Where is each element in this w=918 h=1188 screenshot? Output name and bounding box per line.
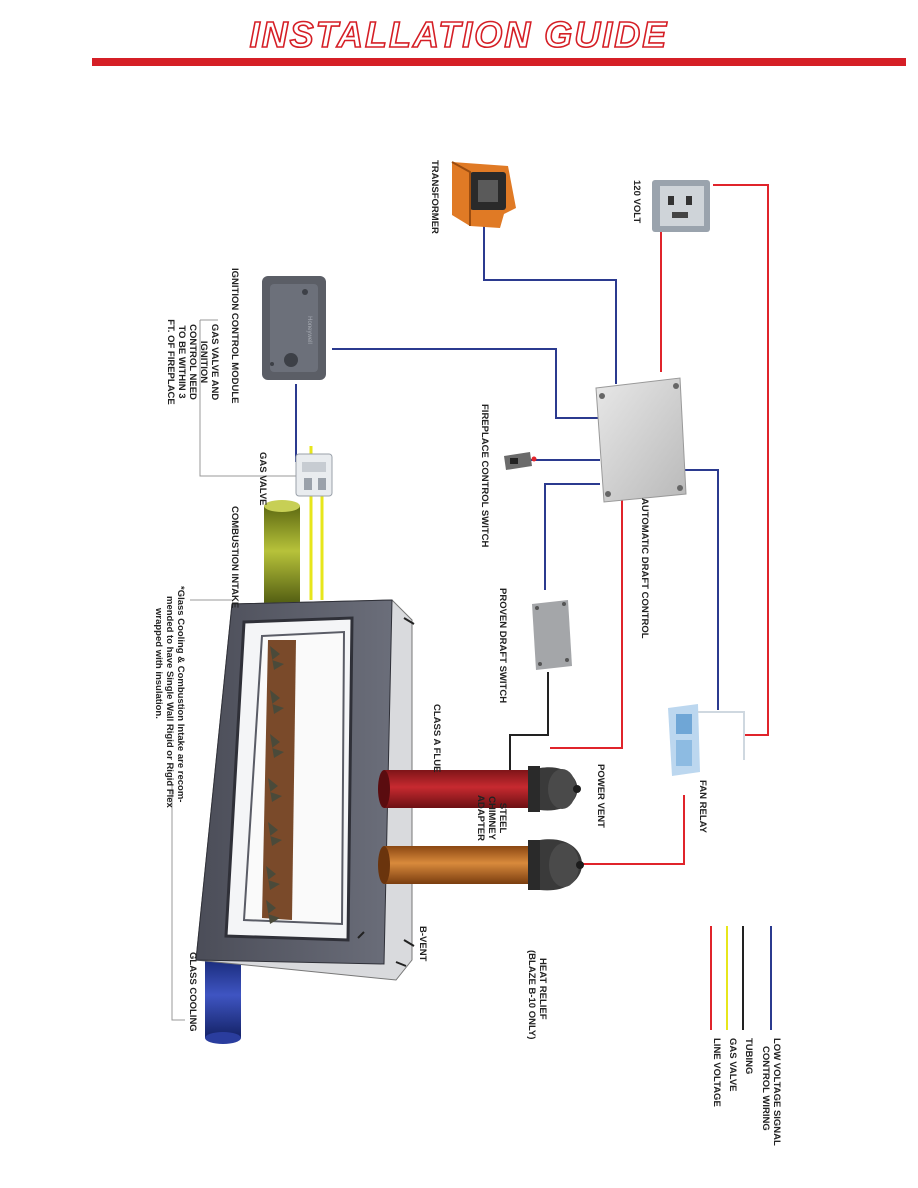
power-vent bbox=[528, 766, 581, 812]
gas-note-line-5: FT. OF FIREPLACE bbox=[165, 319, 176, 405]
gas-note-line-2: IGNITION bbox=[198, 341, 209, 383]
class-a-flue-pipe bbox=[378, 770, 530, 808]
legend-label-tubing: TUBING bbox=[743, 1038, 754, 1074]
label-b-vent: B-VENT bbox=[417, 926, 428, 962]
glass-note-line-1: *Glass Cooling & Combustion Intake are r… bbox=[175, 586, 186, 802]
label-ignition-module: IGNITION CONTROL MODULE bbox=[229, 268, 240, 403]
ignition-control-module: Honeywell bbox=[262, 276, 326, 380]
steel-chimney-adapter-label: STEEL CHIMNEY ADAPTER bbox=[475, 795, 508, 841]
adapter-line-2: CHIMNEY bbox=[486, 796, 497, 840]
label-power-vent: POWER VENT bbox=[595, 764, 606, 828]
glass-note-line-2: mended to have Single Wall Rigid or Rigi… bbox=[164, 596, 175, 809]
page-title: INSTALLATION GUIDE bbox=[249, 13, 669, 56]
transformer-device bbox=[451, 161, 516, 228]
gas-note-line-4: TO BE WITHIN 3 bbox=[176, 325, 187, 398]
fan-relay bbox=[668, 704, 745, 776]
b-vent-pipe bbox=[378, 846, 530, 884]
adapter-line-1: STEEL bbox=[497, 803, 508, 834]
legend-label-gas-valve: GAS VALVE bbox=[727, 1038, 738, 1092]
heat-relief-label: HEAT RELIEF (BLAZE B-10 ONLY) bbox=[526, 950, 548, 1039]
gas-note-line-1: GAS VALVE AND bbox=[209, 324, 220, 400]
label-glass-cooling: GLASS COOLING bbox=[187, 952, 198, 1032]
component-labels: TRANSFORMER 120 VOLT IGNITION CONTROL MO… bbox=[153, 160, 708, 1039]
automatic-draft-control bbox=[595, 377, 687, 503]
glass-cooling-pipe bbox=[205, 960, 241, 1044]
label-automatic-draft-control: AUTOMATIC DRAFT CONTROL bbox=[639, 498, 650, 639]
glass-cooling-note: *Glass Cooling & Combustion Intake are r… bbox=[153, 586, 186, 809]
heat-relief-line-2: (BLAZE B-10 ONLY) bbox=[526, 950, 537, 1039]
fireplace-unit bbox=[195, 599, 415, 981]
legend: LOW VOLTAGE SIGNAL CONTROL WIRING TUBING… bbox=[710, 926, 782, 1146]
heat-relief-vent bbox=[528, 839, 584, 891]
label-combustion-intake: COMBUSTION INTAKE bbox=[229, 506, 240, 608]
label-120-volt: 120 VOLT bbox=[631, 180, 642, 223]
header-rule bbox=[92, 58, 906, 66]
flame-logs bbox=[266, 646, 284, 924]
label-fireplace-control-switch: FIREPLACE CONTROL SWITCH bbox=[479, 404, 490, 548]
label-gas-valve: GAS VALVE bbox=[257, 452, 268, 506]
label-transformer: TRANSFORMER bbox=[429, 160, 440, 234]
label-proven-draft-switch: PROVEN DRAFT SWITCH bbox=[497, 588, 508, 703]
legend-lv-line-2: CONTROL WIRING bbox=[760, 1046, 771, 1131]
gas-valve-note: GAS VALVE AND IGNITION CONTROL NEED TO B… bbox=[165, 319, 220, 405]
legend-label-low-voltage: LOW VOLTAGE SIGNAL CONTROL WIRING bbox=[760, 1038, 782, 1146]
proven-draft-switch bbox=[532, 600, 572, 670]
label-fan-relay: FAN RELAY bbox=[697, 780, 708, 834]
gas-note-line-3: CONTROL NEED bbox=[187, 324, 198, 400]
heat-relief-line-1: HEAT RELIEF bbox=[537, 958, 548, 1020]
legend-lv-line-1: LOW VOLTAGE SIGNAL bbox=[771, 1038, 782, 1146]
gas-valve-device bbox=[295, 453, 333, 497]
legend-label-line-voltage: LINE VOLTAGE bbox=[711, 1038, 722, 1107]
label-class-a-flue: CLASS A FLUE bbox=[431, 704, 442, 772]
adapter-line-3: ADAPTER bbox=[475, 795, 486, 841]
receptacle-120v bbox=[652, 180, 710, 232]
combustion-intake-pipe bbox=[264, 500, 300, 606]
fireplace-control-switch bbox=[504, 452, 537, 470]
wires bbox=[171, 184, 769, 1021]
glass-note-line-3: wrapped with insulation. bbox=[153, 607, 164, 719]
module-brand: Honeywell bbox=[306, 316, 312, 344]
